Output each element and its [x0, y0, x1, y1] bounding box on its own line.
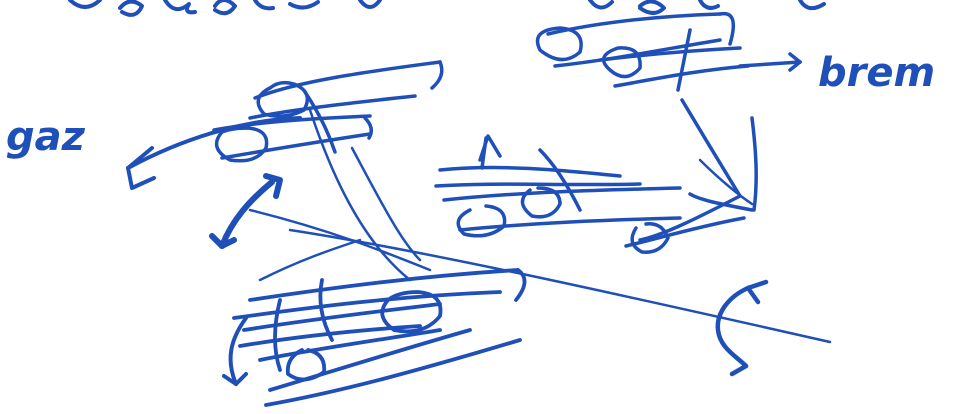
middle-pedal — [436, 136, 680, 236]
label-brake: brem — [818, 50, 935, 96]
upper-left-pedal — [214, 62, 442, 161]
upper-right-pedal — [538, 14, 801, 90]
construction-lines — [250, 110, 830, 342]
rotation-arrow-left — [212, 176, 280, 246]
brake-linkage — [626, 100, 756, 252]
lower-pedal — [234, 270, 525, 405]
label-gaz: gaz — [6, 114, 86, 160]
rotation-arrow-right — [718, 282, 766, 374]
lower-left-arrow — [224, 318, 246, 384]
